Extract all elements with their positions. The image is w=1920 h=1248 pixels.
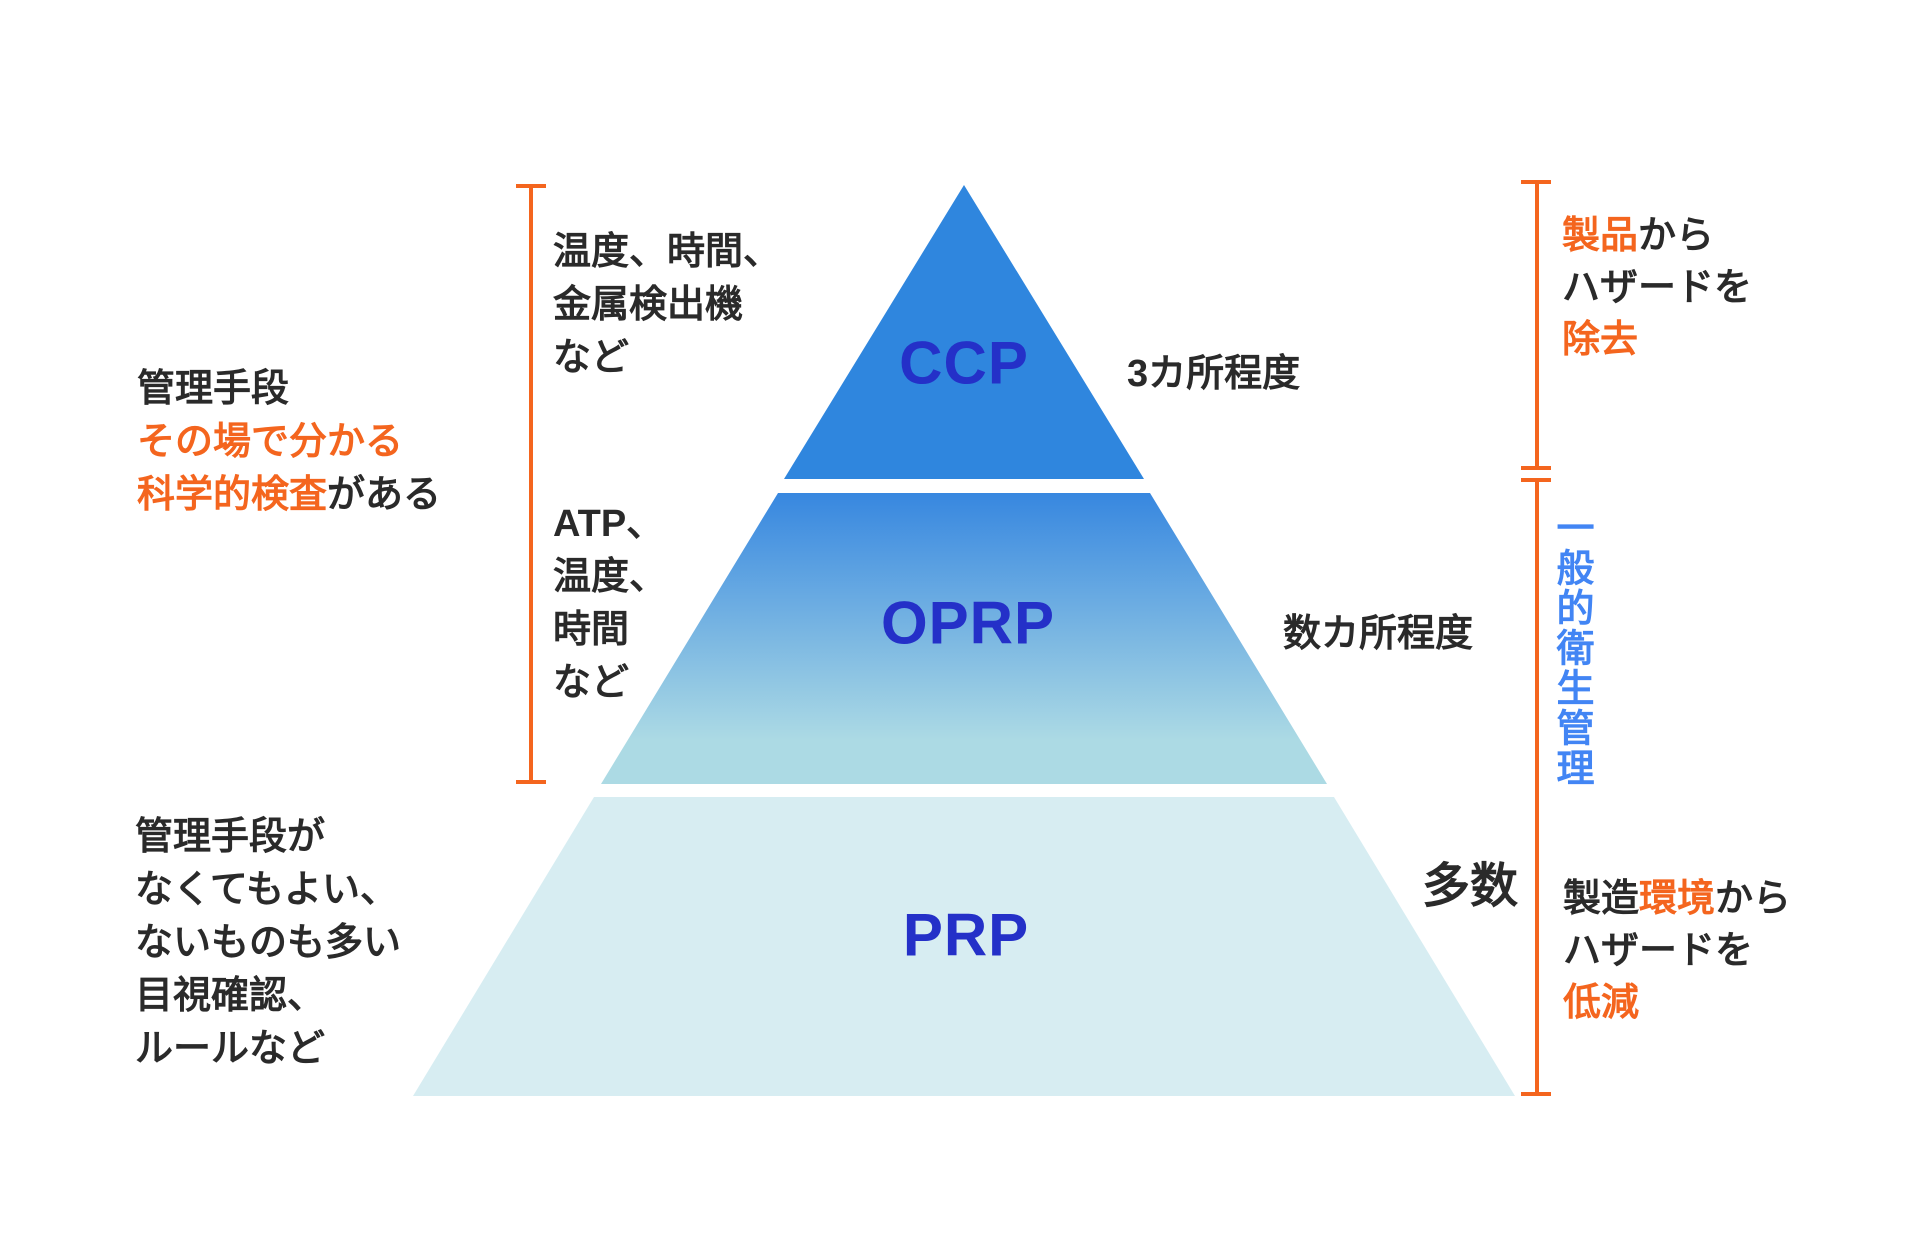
note-segment: から [1715,878,1792,920]
note-line: 金属検出機 [553,279,781,332]
note-segment: ないものも多い [135,922,402,964]
note-segment: ハザードを [1563,930,1754,972]
note-segment: 時間 [553,609,630,651]
note-line: 温度、 [553,551,667,604]
left-bracket-line [529,184,533,784]
note-segment: 低減 [1563,982,1640,1024]
note-segment: 温度、 [553,556,668,598]
note-line: 目視確認、 [135,970,401,1023]
right-bracket-bottom-tick-a [1521,478,1551,482]
note-general-hygiene-vertical: 一般的衛生管理 [1550,508,1592,788]
note-segment: がある [327,474,442,516]
note-segment: ハザードを [1562,267,1753,309]
tier-oprp-shape [601,493,1327,784]
note-segment: 目視確認、 [135,975,326,1017]
left-bracket-bottom-tick [516,780,546,784]
note-remove-hazard-from-product: 製品からハザードを除去 [1562,210,1752,366]
note-segment: 管理手段が [135,816,326,858]
note-line: 管理手段が [135,811,401,864]
note-control-means-lower: 管理手段がなくてもよい、ないものも多い目視確認、ルールなど [135,811,401,1076]
note-segment: 金属検出機 [553,284,744,326]
prp-count-note: 多数 [1422,860,1519,913]
note-segment: 製品 [1562,215,1639,257]
note-line: ハザードを [1562,262,1752,314]
tier-label-oprp: OPRP [880,589,1056,657]
note-segment: 管理手段 [137,368,290,410]
note-line: 科学的検査がある [137,469,441,522]
note-line: その場で分かる [137,416,441,469]
note-line: 管理手段 [137,363,441,416]
right-bracket-bottom-tick-b [1521,1092,1551,1096]
tier-label-ccp: CCP [899,329,1029,397]
note-line: など [553,332,781,385]
tier-prp-shape [413,797,1515,1096]
right-bracket-top-tick-b [1521,466,1551,470]
ccp-count-note: 3カ所程度 [1127,353,1301,395]
note-reduce-hazard-from-environment: 製造環境からハザードを低減 [1563,873,1791,1029]
note-segment: など [553,662,630,704]
note-segment: その場で分かる [137,421,404,463]
note-line: ないものも多い [135,917,401,970]
note-line: 低減 [1563,977,1791,1029]
note-segment: なくてもよい、 [135,869,398,911]
tier-label-prp: PRP [902,901,1030,969]
right-bracket-top-line [1535,180,1539,470]
note-line: ハザードを [1563,925,1791,977]
note-segment: 温度、時間、 [553,231,782,273]
left-bracket-top-tick [516,184,546,188]
note-segment: 除去 [1562,319,1639,361]
note-ccp-examples: 温度、時間、金属検出機など [553,226,781,385]
note-segment: 環境 [1639,878,1716,920]
note-line: 除去 [1562,314,1752,366]
note-line: ATP、 [553,498,667,551]
note-line: 製造環境から [1563,873,1791,925]
note-segment: ATP、 [553,503,665,545]
tier-ccp-shape [784,185,1144,479]
oprp-count-note: 数カ所程度 [1283,613,1474,655]
note-line: 時間 [553,604,667,657]
note-line: ルールなど [135,1023,401,1076]
note-control-means-upper: 管理手段その場で分かる科学的検査がある [137,363,441,522]
note-oprp-examples: ATP、温度、時間など [553,498,667,710]
note-line: 温度、時間、 [553,226,781,279]
note-segment: 科学的検査 [137,474,328,516]
note-line: など [553,657,667,710]
right-bracket-bottom-line [1535,478,1539,1096]
note-line: 製品から [1562,210,1752,262]
note-segment: ルールなど [135,1028,326,1070]
note-line: なくてもよい、 [135,864,401,917]
note-segment: など [553,337,630,379]
right-bracket-top-tick-a [1521,180,1551,184]
note-segment: 製造 [1563,878,1640,920]
note-segment: から [1638,215,1715,257]
